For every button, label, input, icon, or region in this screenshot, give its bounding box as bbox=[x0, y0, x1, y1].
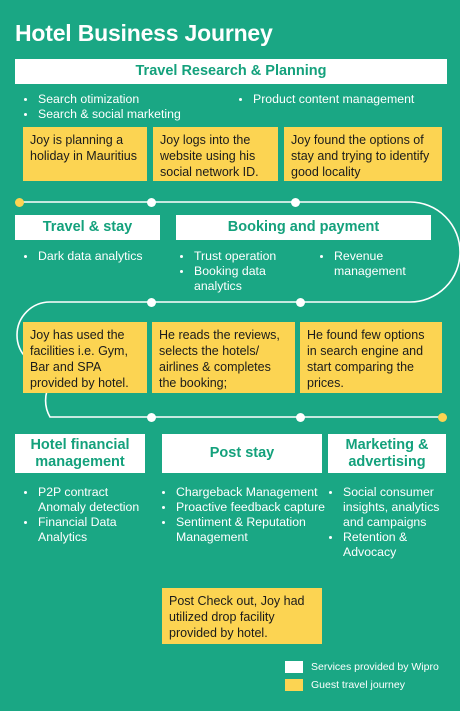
research-bullets-right: Product content management bbox=[238, 92, 448, 107]
booking-bullets-left: Trust operation Booking data analytics bbox=[179, 249, 304, 294]
journey-note: Joy has used the facilities i.e. Gym, Ba… bbox=[23, 322, 147, 393]
journey-dot bbox=[295, 297, 305, 307]
bullet-item: Revenue management bbox=[319, 249, 419, 279]
journey-dot bbox=[290, 197, 300, 207]
marketing-header: Marketing & advertising bbox=[328, 434, 446, 473]
legend-guest-label: Guest travel journey bbox=[311, 679, 405, 691]
bullet-item: Social consumer insights, analytics and … bbox=[328, 485, 453, 530]
bullet-item: Product content management bbox=[238, 92, 448, 107]
bullet-item: Booking data analytics bbox=[179, 264, 304, 294]
journey-start-dot bbox=[14, 197, 24, 207]
research-header: Travel Research & Planning bbox=[15, 59, 447, 84]
legend-guest-swatch bbox=[285, 679, 303, 691]
bullet-item: Retention & Advocacy bbox=[328, 530, 453, 560]
bullet-item: Chargeback Management bbox=[161, 485, 326, 500]
marketing-bullets: Social consumer insights, analytics and … bbox=[328, 485, 453, 560]
bullet-item: Search & social marketing bbox=[23, 107, 233, 122]
bullet-item: Search otimization bbox=[23, 92, 233, 107]
legend-services-label: Services provided by Wipro bbox=[311, 661, 439, 673]
journey-note: Joy found the options of stay and trying… bbox=[284, 127, 442, 181]
booking-header: Booking and payment bbox=[176, 215, 431, 240]
journey-note: He reads the reviews, selects the hotels… bbox=[152, 322, 295, 393]
journey-note: Joy logs into the website using his soci… bbox=[153, 127, 278, 181]
bullet-item: Financial Data Analytics bbox=[23, 515, 158, 545]
bullet-item: Sentiment & Reputation Management bbox=[161, 515, 326, 545]
journey-dot bbox=[295, 412, 305, 422]
journey-end-dot bbox=[437, 412, 447, 422]
journey-note: Joy is planning a holiday in Mauritius bbox=[23, 127, 147, 181]
journey-dot bbox=[146, 297, 156, 307]
travel-stay-header: Travel & stay bbox=[15, 215, 160, 240]
research-bullets-left: Search otimization Search & social marke… bbox=[23, 92, 233, 122]
poststay-bullets: Chargeback Management Proactive feedback… bbox=[161, 485, 326, 545]
travel-bullets: Dark data analytics bbox=[23, 249, 163, 264]
poststay-header: Post stay bbox=[162, 434, 322, 473]
journey-note: He found few options in search engine an… bbox=[300, 322, 442, 393]
bullet-item: Trust operation bbox=[179, 249, 304, 264]
journey-note: Post Check out, Joy had utilized drop fa… bbox=[162, 588, 322, 644]
financial-header: Hotel financial management bbox=[15, 434, 145, 473]
journey-dot bbox=[146, 197, 156, 207]
legend-services-swatch bbox=[285, 661, 303, 673]
booking-bullets-right: Revenue management bbox=[319, 249, 419, 279]
financial-bullets: P2P contract Anomaly detection Financial… bbox=[23, 485, 158, 545]
page-title: Hotel Business Journey bbox=[15, 20, 273, 46]
journey-dot bbox=[146, 412, 156, 422]
bullet-item: P2P contract Anomaly detection bbox=[23, 485, 158, 515]
bullet-item: Dark data analytics bbox=[23, 249, 163, 264]
bullet-item: Proactive feedback capture bbox=[161, 500, 326, 515]
